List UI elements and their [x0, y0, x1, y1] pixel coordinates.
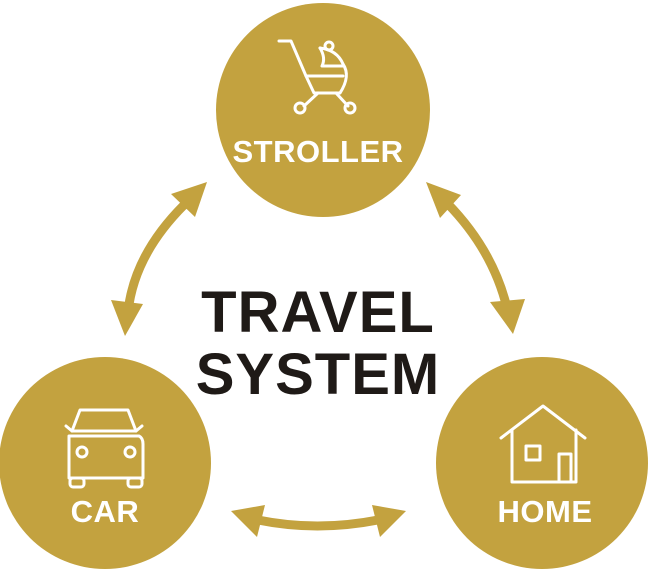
arrow-stroller-car-head-top [171, 182, 207, 217]
arrow-car-home-head-right [372, 505, 406, 537]
node-home-label: HOME [498, 494, 593, 529]
node-stroller-circle [216, 3, 430, 217]
arrow-stroller-home-head-top [426, 182, 461, 218]
arrow-stroller-car [111, 182, 207, 336]
center-title-line1: TRAVEL [201, 280, 435, 345]
node-stroller: STROLLER [216, 3, 430, 217]
car-icon [64, 408, 145, 489]
center-title: TRAVEL SYSTEM [196, 280, 441, 407]
node-stroller-label: STROLLER [232, 134, 403, 169]
node-home-circle [436, 357, 648, 569]
arrow-stroller-car-shaft [123, 201, 188, 313]
arrow-stroller-home-shaft [443, 199, 512, 310]
house-icon [499, 404, 587, 484]
node-car-circle [0, 357, 211, 569]
node-home: HOME [436, 357, 648, 569]
arrow-stroller-home-head-bottom [490, 299, 525, 334]
center-title-line2: SYSTEM [196, 342, 441, 407]
arrow-stroller-car-head-bottom [111, 300, 143, 336]
node-car: CAR [0, 357, 211, 569]
arrow-car-home-head-left [231, 505, 265, 537]
stroller-icon [277, 39, 357, 115]
arrow-car-home [231, 505, 406, 537]
arrow-car-home-shaft [257, 515, 379, 531]
arrow-stroller-home [426, 182, 525, 334]
node-car-label: CAR [71, 494, 140, 529]
